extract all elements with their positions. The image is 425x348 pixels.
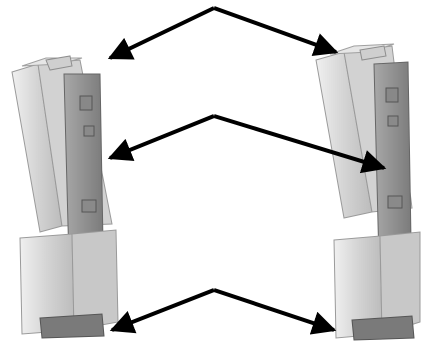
bottom-callout: [109, 288, 337, 335]
middle-right-arrow: [213, 114, 387, 174]
left-lower-housing: [19, 229, 119, 339]
bottom-left-arrow: [109, 288, 215, 334]
top-right-arrow: [213, 6, 339, 56]
top-callout: [107, 6, 339, 60]
right-lower-housing: [333, 231, 421, 341]
top-left-arrow: [107, 6, 215, 60]
middle-left-arrow: [107, 114, 215, 162]
middle-callout: [107, 114, 387, 174]
right-assembly: [315, 43, 421, 341]
callout-arrows: [107, 6, 387, 335]
bottom-right-arrow: [213, 288, 337, 335]
left-assembly: [11, 55, 119, 339]
